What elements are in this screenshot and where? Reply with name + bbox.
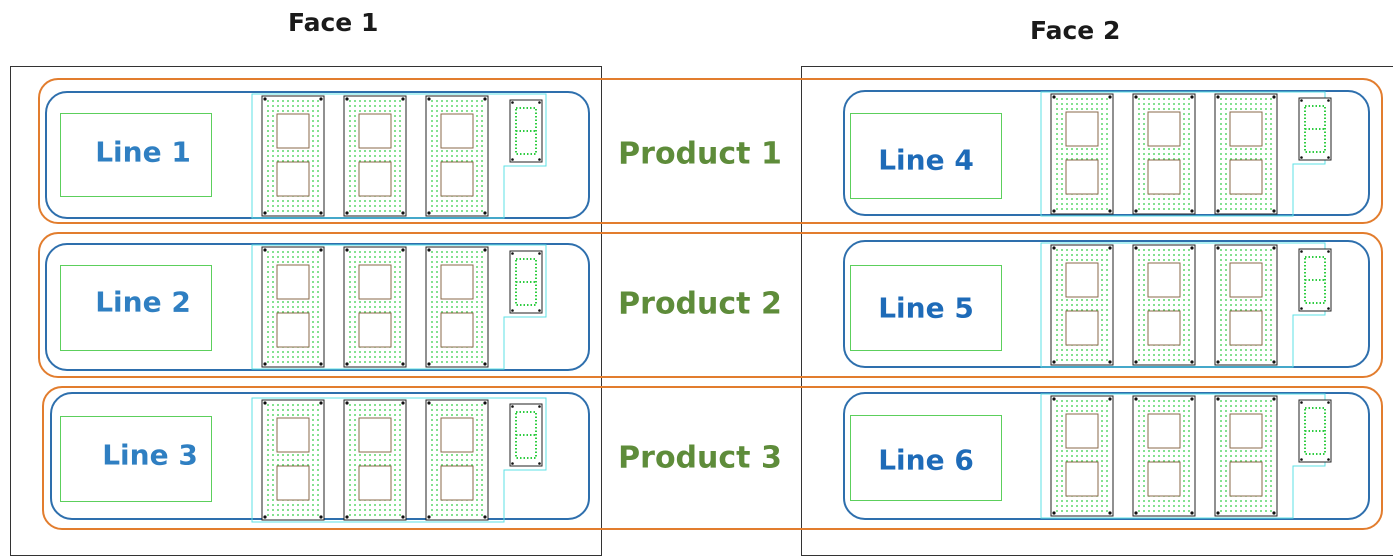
large-digit [1050, 244, 1114, 366]
large-digit [425, 399, 489, 521]
product-3-frame [42, 386, 1383, 530]
line-3-label: Line 3 [102, 438, 198, 472]
face-2-title: Face 2 [1030, 16, 1121, 45]
digit-panel-outline [251, 93, 547, 219]
product-2-frame [38, 232, 1383, 378]
digit-display-line-4 [1040, 91, 1332, 217]
digit-display-line-1 [251, 93, 547, 219]
large-digit [343, 246, 407, 368]
label-box-line-6 [850, 415, 1002, 501]
line-2-label: Line 2 [95, 285, 191, 319]
small-digit [509, 250, 543, 314]
large-digit [1214, 244, 1278, 366]
line-4-label: Line 4 [878, 143, 974, 177]
large-digit [1050, 395, 1114, 517]
large-digit [1214, 93, 1278, 215]
label-box-line-1 [60, 113, 212, 197]
digit-panel-outline [1040, 393, 1326, 519]
digit-display-line-2 [251, 244, 547, 370]
large-digit [425, 246, 489, 368]
large-digit [343, 399, 407, 521]
sign-line-4 [843, 90, 1370, 216]
digit-display-line-5 [1040, 242, 1332, 368]
digit-display-line-3 [251, 397, 547, 523]
small-digit [1298, 248, 1332, 312]
large-digit [261, 246, 325, 368]
product-2-label: Product 2 [618, 286, 782, 322]
sign-line-6 [843, 392, 1370, 520]
label-box-line-3 [60, 416, 212, 502]
label-box-line-2 [60, 265, 212, 351]
digit-panel-outline [251, 244, 547, 370]
large-digit [261, 95, 325, 217]
line-1-label: Line 1 [95, 135, 191, 169]
label-box-line-5 [850, 265, 1002, 351]
small-digit [509, 99, 543, 163]
product-3-label: Product 3 [618, 440, 782, 476]
large-digit [1132, 395, 1196, 517]
line-6-label: Line 6 [878, 443, 974, 477]
digit-display-line-6 [1040, 393, 1332, 519]
small-digit [509, 403, 543, 467]
large-digit [1132, 244, 1196, 366]
small-digit [1298, 97, 1332, 161]
large-digit [1050, 93, 1114, 215]
large-digit [261, 399, 325, 521]
digit-panel-outline [1040, 91, 1326, 217]
digit-panel-outline [1040, 242, 1326, 368]
large-digit [425, 95, 489, 217]
large-digit [1132, 93, 1196, 215]
large-digit [1214, 395, 1278, 517]
product-1-label: Product 1 [618, 136, 782, 172]
digit-panel-outline [251, 397, 547, 523]
product-1-frame [38, 78, 1383, 224]
face-1-title: Face 1 [288, 8, 379, 37]
sign-line-2 [45, 243, 590, 371]
line-5-label: Line 5 [878, 291, 974, 325]
label-box-line-4 [850, 113, 1002, 199]
small-digit [1298, 399, 1332, 463]
large-digit [343, 95, 407, 217]
